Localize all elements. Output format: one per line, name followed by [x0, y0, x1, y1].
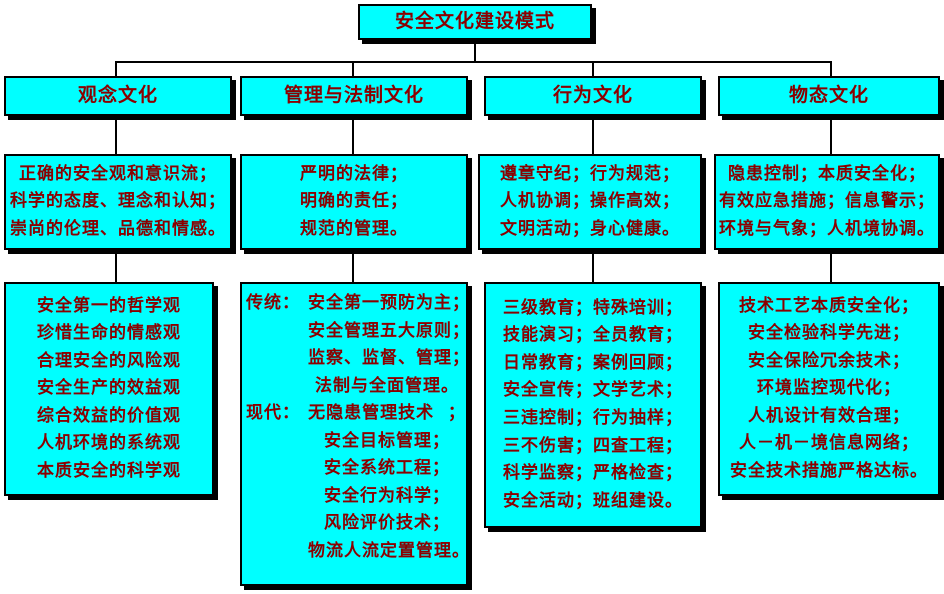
detail-line: 环境监控现代化；: [757, 378, 901, 399]
detail-box-guannian: 安全第一的哲学观 珍惜生命的情感观 合理安全的风险观 安全生产的效益观 综合效益…: [4, 282, 214, 496]
detail-line: 物流人流定置管理。: [308, 540, 470, 561]
summary-line: 有效应急措施；信息警示；: [719, 191, 935, 212]
detail-line: 人机设计有效合理；: [748, 405, 910, 426]
detail-group-label: 现代：: [246, 403, 300, 424]
detail-group-traditional-row: 法制与全面管理。: [242, 373, 466, 401]
category-label: 管理与法制文化: [283, 84, 424, 107]
detail-line: 科学监察；严格检查；: [503, 463, 683, 484]
connector-cat-mid-2: [592, 120, 594, 156]
summary-line: 遵章守纪；行为规范；: [500, 163, 680, 184]
summary-line: 环境与气象；人机境协调。: [719, 218, 935, 239]
connector-drop-1: [352, 61, 354, 77]
detail-line: 安全第一的哲学观: [37, 295, 181, 316]
detail-group-modern-row: 现代： 无隐患管理技术 ；: [242, 400, 466, 428]
detail-group-modern-row: 物流人流定置管理。: [242, 538, 469, 566]
category-box-wutai: 物态文化: [718, 76, 940, 116]
diagram-title: 安全文化建设模式: [394, 10, 555, 33]
detail-line: 安全技术措施严格达标。: [730, 460, 928, 481]
detail-line: 无隐患管理技术 ；: [308, 403, 466, 424]
summary-box-xingwei: 遵章守纪；行为规范； 人机协调；操作高效； 文明活动；身心健康。: [478, 154, 702, 250]
detail-line: 安全生产的效益观: [37, 378, 181, 399]
detail-line: 日常教育；案例回顾；: [503, 352, 683, 373]
detail-line: 技术工艺本质安全化；: [739, 295, 919, 316]
summary-line: 正确的安全观和意识流；: [19, 163, 217, 184]
detail-group-modern-row: 安全系统工程；: [242, 455, 466, 483]
detail-line: 本质安全的科学观: [37, 460, 181, 481]
summary-line: 文明活动；身心健康。: [500, 218, 680, 239]
category-label: 行为文化: [552, 84, 633, 107]
summary-line: 科学的态度、理念和认知；: [10, 191, 226, 212]
connector-mid-det-1: [352, 254, 354, 284]
detail-line: 风险评价技术；: [324, 513, 450, 534]
summary-box-guanli-fazhi: 严明的法律； 明确的责任； 规范的管理。: [240, 154, 468, 250]
detail-box-xingwei: 三级教育；特殊培训； 技能演习；全员教育； 日常教育；案例回顾； 安全宣传；文学…: [484, 282, 702, 528]
category-box-guanli-fazhi: 管理与法制文化: [240, 76, 468, 116]
summary-line: 崇尚的伦理、品德和情感。: [10, 218, 226, 239]
detail-group-modern-row: 安全目标管理；: [242, 428, 466, 456]
connector-cat-mid-3: [830, 120, 832, 156]
connector-mid-det-2: [592, 254, 594, 284]
category-box-guannian: 观念文化: [4, 76, 232, 116]
detail-line: 安全目标管理；: [324, 430, 450, 451]
detail-group-traditional-row: 监察、监督、管理；: [242, 345, 469, 373]
summary-line: 人机协调；操作高效；: [500, 191, 680, 212]
connector-drop-0: [115, 61, 117, 77]
detail-line: 法制与全面管理。: [315, 375, 459, 396]
category-box-xingwei: 行为文化: [484, 76, 702, 116]
detail-line: 珍惜生命的情感观: [37, 323, 181, 344]
detail-line: 安全保险冗余技术；: [748, 350, 910, 371]
detail-line: 安全活动；班组建设。: [503, 490, 683, 511]
summary-line: 明确的责任；: [300, 191, 408, 212]
detail-line: 安全管理五大原则；: [308, 320, 470, 341]
detail-line: 三不伤害；四查工程；: [503, 435, 683, 456]
detail-box-wutai: 技术工艺本质安全化； 安全检验科学先进； 安全保险冗余技术； 环境监控现代化； …: [718, 282, 940, 496]
detail-line: 安全行为科学；: [324, 485, 450, 506]
detail-line: 技能演习；全员教育；: [503, 325, 683, 346]
detail-group-modern-row: 安全行为科学；: [242, 483, 466, 511]
detail-line: 安全第一预防为主；: [308, 293, 470, 313]
detail-group-label: 传统：: [246, 293, 300, 313]
detail-line: 合理安全的风险观: [37, 350, 181, 371]
detail-group-traditional-row: 传统： 安全第一预防为主；: [242, 290, 469, 318]
connector-cat-mid-0: [115, 120, 117, 156]
summary-line: 严明的法律；: [300, 163, 408, 184]
detail-line: 安全系统工程；: [324, 458, 450, 479]
detail-group-traditional-row: 安全管理五大原则；: [242, 318, 469, 346]
connector-mid-det-0: [115, 254, 117, 284]
detail-line: 三级教育；特殊培训；: [503, 297, 683, 318]
detail-line: 人机环境的系统观: [37, 433, 181, 454]
summary-line: 规范的管理。: [300, 218, 408, 239]
connector-drop-3: [830, 61, 832, 77]
summary-box-guannian: 正确的安全观和意识流； 科学的态度、理念和认知； 崇尚的伦理、品德和情感。: [4, 154, 232, 250]
diagram-title-box: 安全文化建设模式: [358, 4, 592, 40]
detail-line: 安全检验科学先进；: [748, 323, 910, 344]
detail-group-modern-row: 风险评价技术；: [242, 510, 466, 538]
detail-line: 安全宣传；文学艺术；: [503, 380, 683, 401]
detail-line: 三违控制；行为抽样；: [503, 408, 683, 428]
summary-box-wutai: 隐患控制；本质安全化； 有效应急措施；信息警示； 环境与气象；人机境协调。: [714, 154, 940, 250]
category-label: 观念文化: [77, 84, 158, 107]
detail-line: 综合效益的价值观: [37, 405, 181, 426]
connector-bus: [115, 61, 832, 63]
detail-line: 人－机－境信息网络；: [739, 433, 919, 454]
connector-title-stem: [474, 44, 476, 62]
category-label: 物态文化: [788, 84, 869, 107]
connector-cat-mid-1: [352, 120, 354, 156]
detail-line: 监察、监督、管理；: [308, 348, 470, 369]
connector-drop-2: [592, 61, 594, 77]
connector-mid-det-3: [830, 254, 832, 284]
summary-line: 隐患控制；本质安全化；: [728, 163, 926, 184]
detail-box-guanli-fazhi: 传统： 安全第一预防为主； 安全管理五大原则； 监察、监督、管理； 法制与全面管…: [240, 282, 469, 586]
